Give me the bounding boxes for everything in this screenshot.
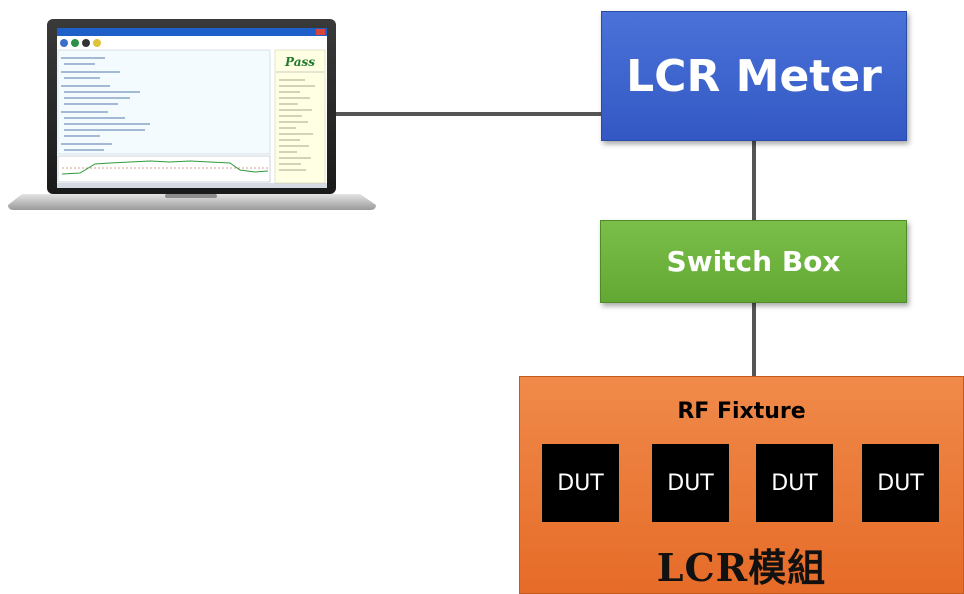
toolbar-icon (60, 39, 68, 47)
dut-4: DUT (862, 444, 939, 522)
switch-box-label: Switch Box (666, 245, 841, 278)
dut-2: DUT (652, 444, 729, 522)
lcr-module-label: LCR模組 (656, 545, 827, 590)
lcr-meter-label: LCR Meter (626, 50, 882, 102)
toolbar-icon (93, 39, 101, 47)
wire-switch-box-to-rf-fixture (752, 303, 756, 376)
dut-1: DUT (542, 444, 619, 522)
toolbar-icon (71, 39, 79, 47)
wire-laptop-to-lcr-meter (333, 112, 601, 116)
switch-box: Switch Box (600, 220, 907, 303)
wire-lcr-meter-to-switch-box (752, 141, 756, 220)
laptop-icon: Pass (8, 19, 376, 210)
lcr-meter-box: LCR Meter (601, 11, 907, 141)
pass-label: Pass (284, 55, 315, 69)
rf-fixture-box: RF Fixture DUT DUT DUT DUT LCR模組 (519, 376, 964, 594)
rf-fixture-title: RF Fixture (677, 399, 806, 424)
dut-3: DUT (756, 444, 833, 522)
toolbar-icon (82, 39, 90, 47)
